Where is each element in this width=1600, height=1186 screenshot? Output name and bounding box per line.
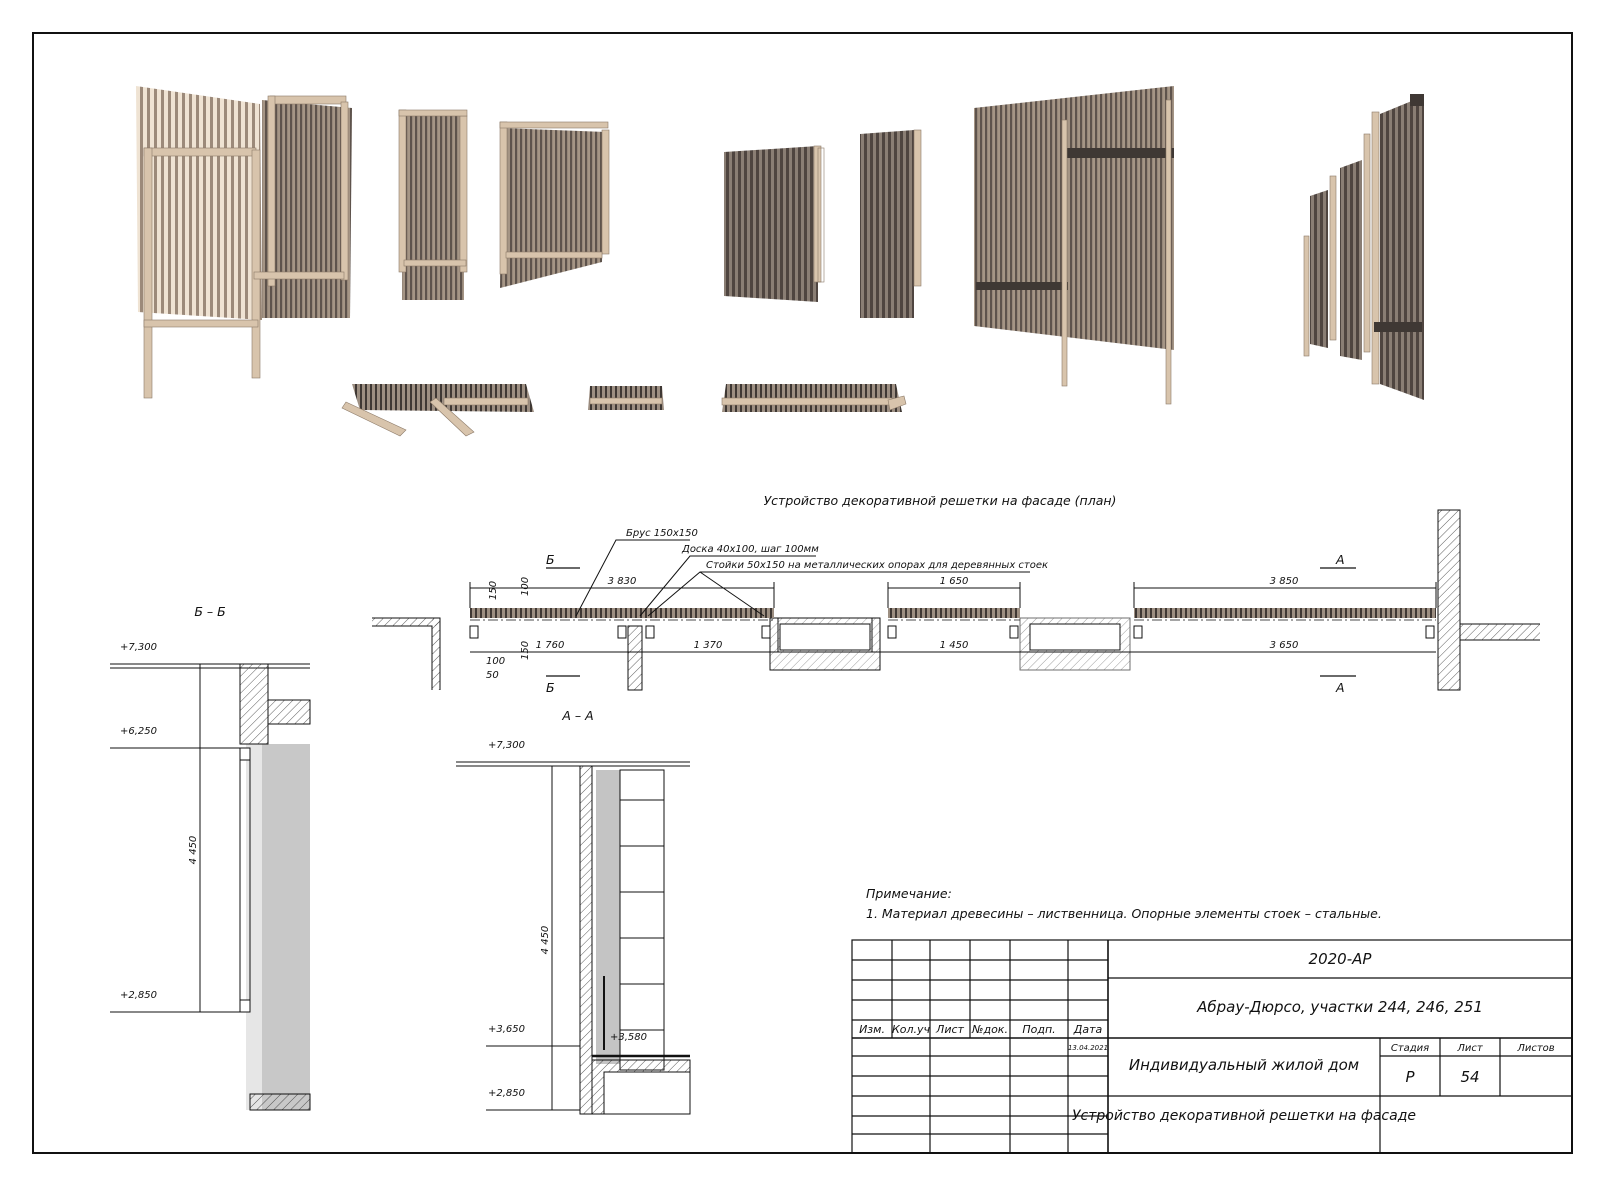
cut-b-top: Б bbox=[546, 552, 555, 567]
callout-posts: Стойки 50х150 на металлических опорах дл… bbox=[706, 560, 1048, 571]
note-text: 1. Материал древесины – лиственница. Опо… bbox=[866, 906, 1382, 921]
title-block-text: Изм. Кол.уч Лист №док. Подп. Дата 13.04.… bbox=[859, 950, 1555, 1124]
plan-title: Устройство декоративной решетки на фасад… bbox=[764, 493, 1117, 508]
render-panel-7 bbox=[1303, 94, 1424, 400]
render-panel-2 bbox=[398, 109, 468, 300]
dim-small-150: 150 bbox=[488, 581, 499, 600]
project-name: Абрау-Дюрсо, участки 244, 246, 251 bbox=[1196, 998, 1483, 1016]
sheets-label: Листов bbox=[1516, 1043, 1554, 1054]
callout-beam: Брус 150х150 bbox=[626, 528, 698, 539]
section-bb-labels: +7,300 +6,250 +2,850 4 450 bbox=[120, 642, 199, 1001]
dim-top-3: 3 850 bbox=[1270, 576, 1299, 587]
col-izm: Изм. bbox=[859, 1023, 885, 1036]
bb-height: 4 450 bbox=[188, 836, 199, 865]
dim-small-150b: 150 bbox=[520, 641, 531, 660]
aa-level-4: +2,850 bbox=[488, 1088, 525, 1099]
col-date: Дата bbox=[1073, 1023, 1103, 1036]
render-panel-5 bbox=[860, 129, 922, 318]
bb-level-1: +7,300 bbox=[120, 642, 157, 653]
aa-height: 4 450 bbox=[540, 926, 551, 955]
col-koluch: Кол.уч bbox=[892, 1023, 931, 1036]
section-aa-title: А – А bbox=[561, 708, 593, 723]
aa-level-2: +3,650 bbox=[488, 1024, 525, 1035]
col-list: Лист bbox=[935, 1023, 964, 1036]
dim-bottom-4: 3 650 bbox=[1270, 640, 1299, 651]
cut-b-bottom: Б bbox=[546, 680, 555, 695]
stage-label: Стадия bbox=[1391, 1043, 1429, 1054]
col-podp: Подп. bbox=[1022, 1023, 1055, 1036]
render-panel-1 bbox=[136, 86, 352, 399]
dim-top-1: 3 830 bbox=[608, 576, 637, 587]
dim-bottom-2: 1 370 bbox=[694, 640, 723, 651]
section-bb-drawing bbox=[110, 663, 311, 1111]
render-plan-2 bbox=[588, 386, 664, 410]
building-name: Индивидуальный жилой дом bbox=[1129, 1056, 1359, 1074]
date-value: 13.04.2021 bbox=[1068, 1044, 1108, 1052]
cut-a-bottom: А bbox=[1335, 680, 1345, 695]
dim-bottom-3: 1 450 bbox=[940, 640, 969, 651]
dim-bottom-1: 1 760 bbox=[536, 640, 565, 651]
sheet-number: 54 bbox=[1460, 1068, 1479, 1086]
dim-small-100: 100 bbox=[486, 656, 505, 667]
dim-small-100b: 100 bbox=[520, 577, 531, 596]
render-panel-3 bbox=[499, 121, 610, 288]
plan-drawing bbox=[372, 509, 1540, 691]
section-aa-labels: +7,300 +3,650 +3,580 +2,850 4 450 bbox=[488, 740, 647, 1099]
callout-board: Доска 40х100, шаг 100мм bbox=[681, 544, 819, 555]
render-panel-6 bbox=[974, 86, 1174, 405]
title-block bbox=[851, 939, 1573, 1154]
aa-level-3: +3,580 bbox=[610, 1032, 647, 1043]
sheet-label: Лист bbox=[1456, 1043, 1484, 1054]
render-plan-1 bbox=[341, 384, 534, 437]
sheet-title: Устройство декоративной решетки на фасад… bbox=[1072, 1108, 1416, 1124]
note-heading: Примечание: bbox=[866, 886, 952, 901]
aa-level-1: +7,300 bbox=[488, 740, 525, 751]
cut-a-top: А bbox=[1335, 552, 1345, 567]
render-plan-3 bbox=[721, 384, 907, 412]
section-aa-drawing bbox=[456, 761, 691, 1115]
dim-small-50: 50 bbox=[486, 670, 499, 681]
section-bb-title: Б – Б bbox=[194, 604, 225, 619]
col-ndok: №док. bbox=[971, 1023, 1008, 1036]
bb-level-2: +6,250 bbox=[120, 726, 157, 737]
stage-value: Р bbox=[1405, 1068, 1415, 1086]
bb-level-3: +2,850 bbox=[120, 990, 157, 1001]
plan-labels: Брус 150х150 Доска 40х100, шаг 100мм Сто… bbox=[486, 528, 1345, 695]
dim-top-2: 1 650 bbox=[940, 576, 969, 587]
doc-code: 2020-АР bbox=[1309, 950, 1373, 968]
render-panel-4 bbox=[724, 145, 825, 302]
sheet-border bbox=[32, 32, 1573, 1154]
